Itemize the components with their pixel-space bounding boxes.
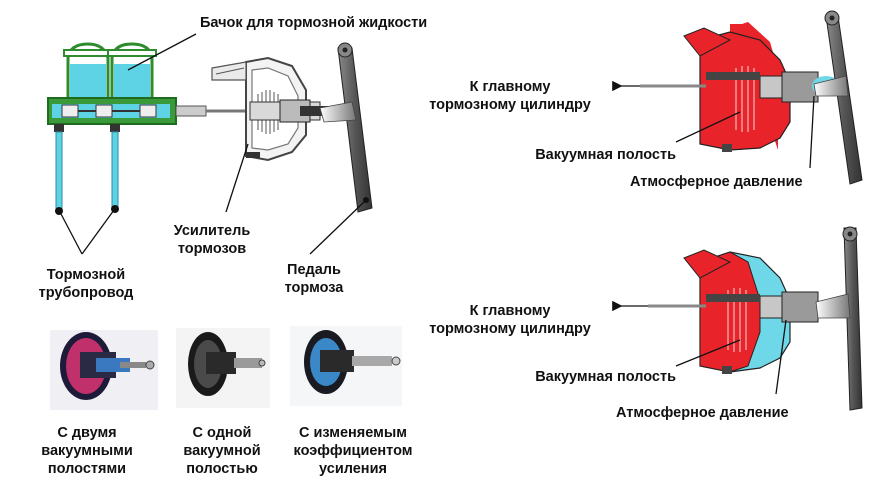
booster-photo-one-cavity [176,328,270,408]
label-reservoir: Бачок для тормозной жидкости [200,15,428,31]
label-two-cavities: С двумя вакуумными полостями [41,425,133,477]
label-variable-ratio: С изменяемым коэффициентом усиления [293,425,413,477]
booster-section-applied [648,226,863,411]
label-to-master-top: К главному тормозному цилиндру [429,79,591,113]
brake-booster [211,56,352,162]
label-to-master-bottom: К главному тормозному цилиндру [429,303,591,337]
label-brake-line: Тормозной трубопровод [38,267,134,301]
booster-photo-variable-ratio [290,326,402,406]
label-vacuum-bottom: Вакуумная полость [535,369,676,385]
label-pedal: Педаль тормоза [284,262,344,296]
leader-lines-top-right [612,80,815,169]
label-one-cavity: С одной вакуумной полостью [183,425,261,477]
master-cylinder [47,97,207,125]
label-atmospheric-top: Атмосферное давление [630,174,803,190]
brake-pedal [319,42,373,213]
fluid-reservoir [63,42,157,102]
leader-lines-bottom-right [612,300,787,395]
brake-lines [54,124,120,215]
leader-lines-left [59,33,365,255]
label-booster: Усилитель тормозов [173,223,251,257]
label-atmospheric-bottom: Атмосферное давление [616,405,789,421]
label-vacuum-top: Вакуумная полость [535,147,676,163]
booster-photo-two-cavities [50,330,158,410]
